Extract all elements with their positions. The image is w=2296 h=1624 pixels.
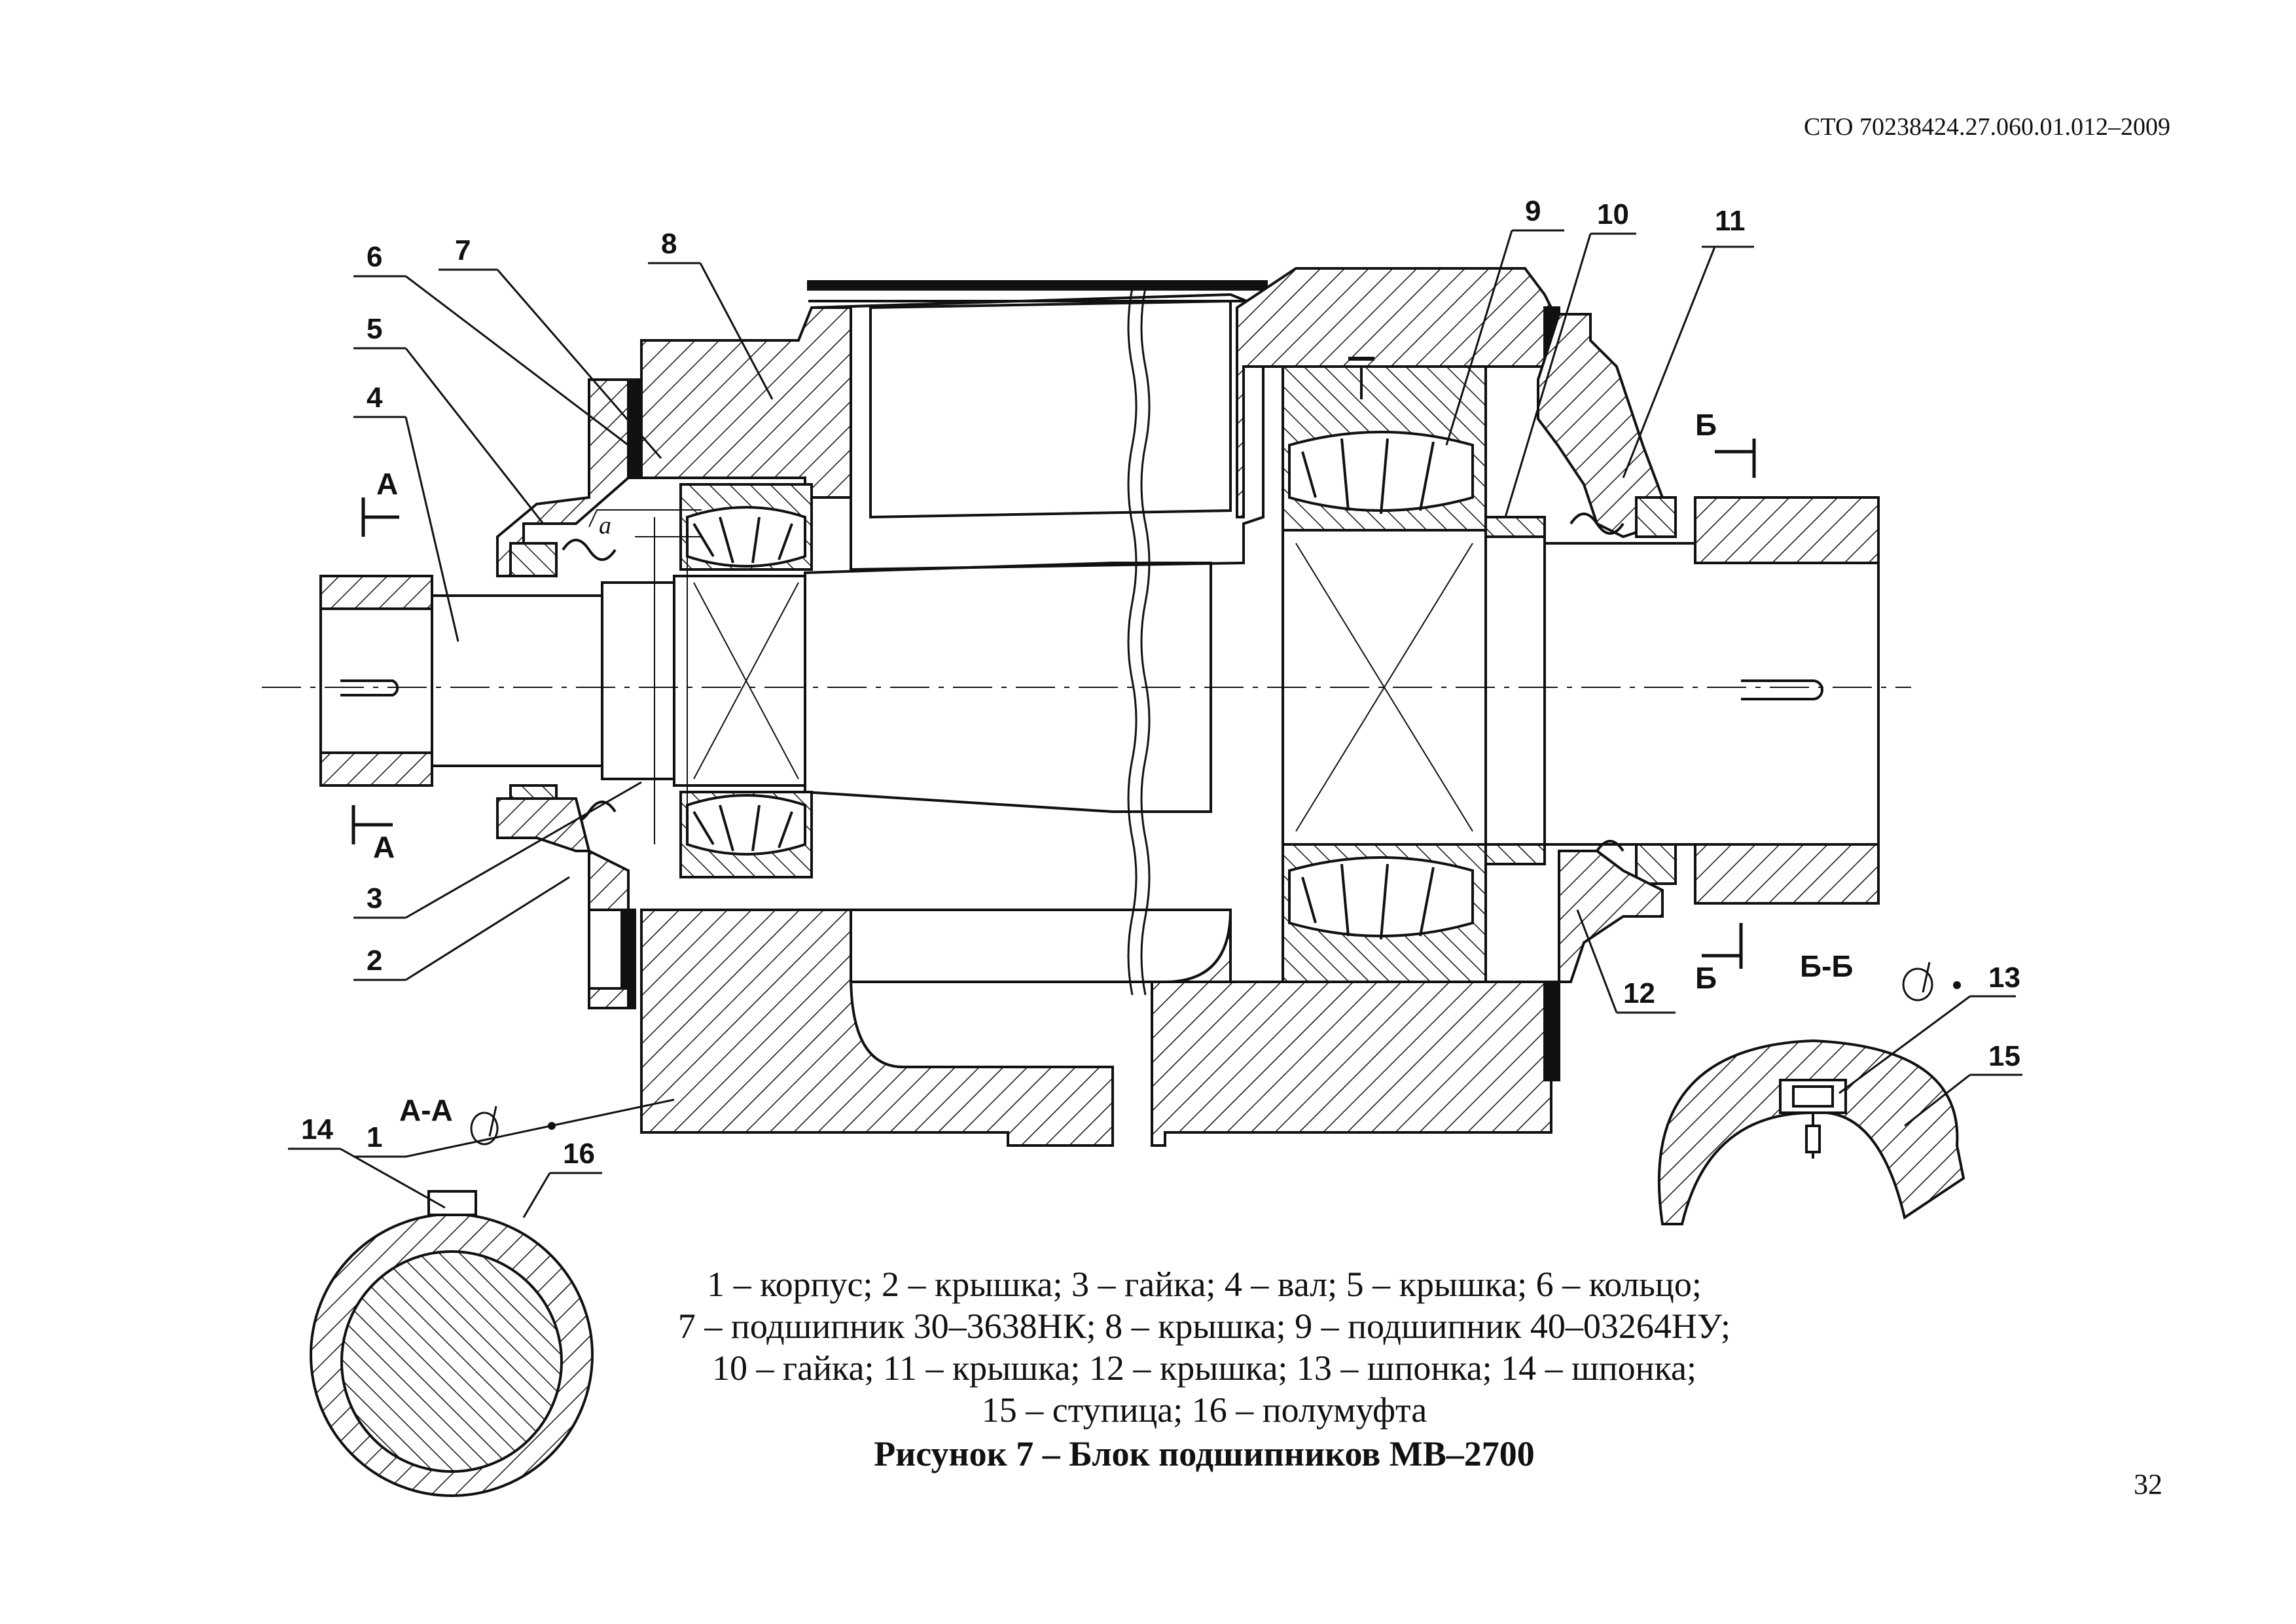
callout-2: 2 [367, 945, 382, 977]
callout-10: 10 [1597, 198, 1629, 230]
section-marks [351, 439, 1756, 969]
callout-1: 1 [367, 1121, 382, 1153]
callout-14: 14 [301, 1113, 333, 1146]
callout-3: 3 [367, 882, 382, 914]
callout-15: 15 [1988, 1040, 2020, 1072]
callout-7: 7 [455, 234, 471, 266]
document-code: СТО 70238424.27.060.01.012–2009 [1804, 113, 2170, 141]
main-section-view [262, 267, 1911, 1147]
legend-line: 15 – ступица; 16 – полумуфта [981, 1390, 1427, 1430]
callout-11: 11 [1715, 205, 1746, 237]
callout-5: 5 [367, 313, 382, 345]
legend-line: 7 – подшипник 30–3638НК; 8 – крышка; 9 –… [677, 1307, 1731, 1346]
section-aa-view [288, 1106, 602, 1497]
callout-leaders [353, 229, 1754, 1158]
section-b-bottom-label: Б [1695, 961, 1717, 995]
section-aa-title: А-А [399, 1093, 453, 1127]
page-number: 32 [2134, 1468, 2162, 1500]
section-bb-view [1657, 962, 2022, 1225]
section-b-top-label: Б [1695, 408, 1717, 442]
callout-8: 8 [661, 228, 677, 260]
figure-caption: 1 – корпус; 2 – крышка; 3 – гайка; 4 – в… [655, 1263, 1754, 1475]
callout-4: 4 [367, 382, 383, 414]
callout-13: 13 [1988, 962, 2020, 994]
callout-9: 9 [1525, 195, 1541, 227]
legend-line: 10 – гайка; 11 – крышка; 12 – крышка; 13… [712, 1348, 1696, 1388]
figure-title: Рисунок 7 – Блок подшипников МВ–2700 [874, 1434, 1535, 1473]
callout-6: 6 [367, 241, 382, 273]
gap-dimension-label: a [599, 512, 611, 539]
callout-12: 12 [1623, 977, 1655, 1009]
section-bb-title: Б-Б [1800, 949, 1853, 983]
section-a-bottom-label: А [373, 830, 395, 864]
callout-16: 16 [563, 1138, 595, 1170]
section-a-top-label: А [376, 467, 398, 501]
legend-line: 1 – корпус; 2 – крышка; 3 – гайка; 4 – в… [707, 1265, 1702, 1304]
